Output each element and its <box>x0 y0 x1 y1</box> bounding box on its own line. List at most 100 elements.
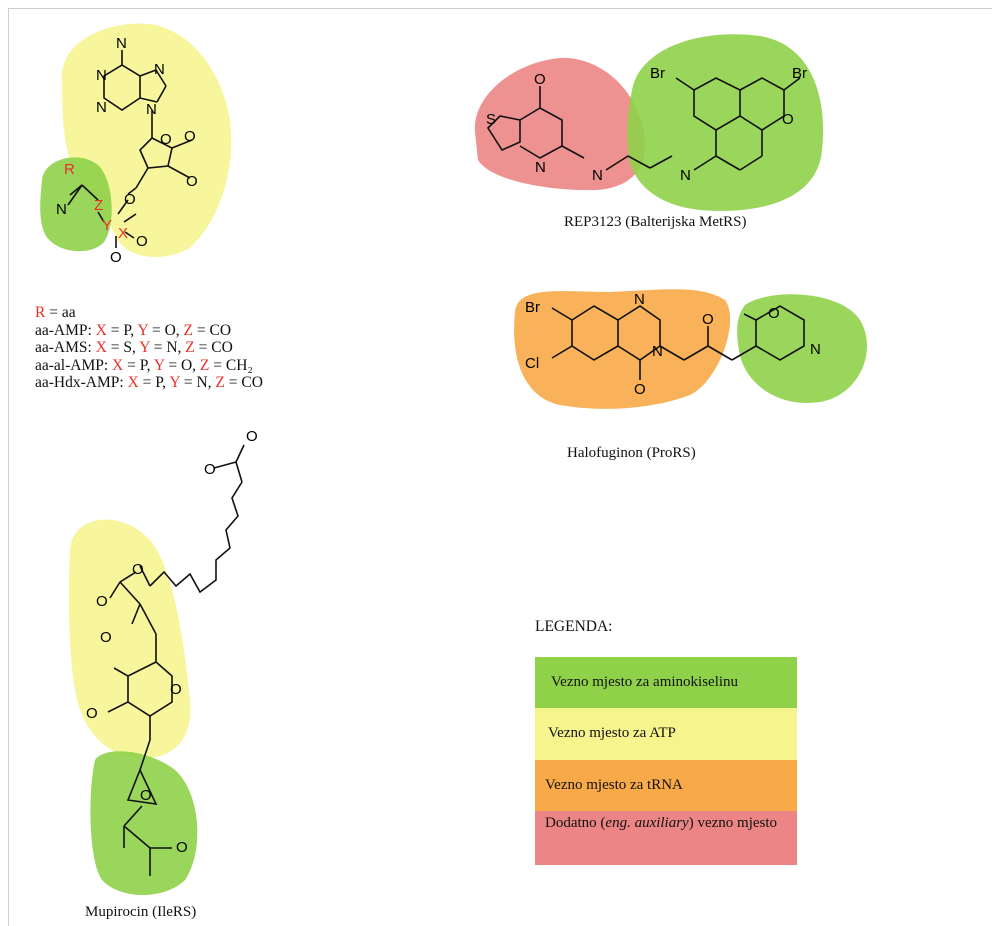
amino-acid-site-region <box>90 751 198 895</box>
formula-prefix: aa-AMP: <box>35 321 96 339</box>
atom-n: N <box>810 341 821 358</box>
atom-o: O <box>132 561 144 578</box>
formula-y-value: = O, <box>148 321 184 339</box>
atom-o: O <box>534 71 546 88</box>
atom-r: R <box>64 161 75 178</box>
formula-prefix: aa-Hdx-AMP: <box>35 374 128 391</box>
atom-n: N <box>96 67 107 84</box>
formula-y: Y <box>153 356 165 374</box>
atom-o: O <box>124 191 136 208</box>
formula-line-aa-al-amp: aa-al-AMP: X = P, Y = O, Z = CH₂ <box>35 357 263 375</box>
legend-auxiliary-text-start: Dodatno ( <box>545 815 606 831</box>
legend-item-atp-site: Vezno mjesto za ATP <box>535 708 797 760</box>
atom-n: N <box>96 99 107 116</box>
atom-o: O <box>184 128 196 145</box>
rep3123-structure: O S N N N Br Br O <box>474 34 824 211</box>
atom-cl: Cl <box>525 355 539 372</box>
amino-acid-site-region <box>40 157 112 252</box>
formula-line-aa-ams: aa-AMS: X = S, Y = N, Z = CO <box>35 339 263 357</box>
formula-z-value: = CO <box>224 374 263 391</box>
atom-n: N <box>634 291 645 308</box>
formula-y: Y <box>137 321 149 339</box>
atom-n: N <box>146 101 157 118</box>
frame-top-border <box>8 8 992 9</box>
formula-x: X <box>95 339 107 356</box>
legend-item-amino-acid-site: Vezno mjesto za aminokiselinu <box>535 657 797 708</box>
atom-br: Br <box>650 65 665 82</box>
amino-acid-site-region <box>737 294 867 403</box>
atom-n: N <box>116 35 127 52</box>
atom-o: O <box>186 173 198 190</box>
formula-line-r: R = aa <box>35 304 263 322</box>
auxiliary-site-region <box>474 57 646 191</box>
atom-o: O <box>170 681 182 698</box>
formula-z: Z <box>215 374 225 391</box>
atom-n: N <box>535 159 546 176</box>
legend-title: LEGENDA: <box>535 618 613 635</box>
formula-y-value: = N, <box>149 339 186 356</box>
mupirocin-structure: O O O O O O O O O <box>68 428 258 895</box>
atom-o: O <box>782 111 794 128</box>
formula-y: Y <box>139 339 150 356</box>
formula-prefix: aa-al-AMP: <box>35 356 113 374</box>
formula-x: X <box>112 356 124 374</box>
formula-r-symbol: R <box>35 304 46 321</box>
formula-y-value: = N, <box>179 374 216 391</box>
formula-prefix: aa-AMS: <box>35 339 96 356</box>
formula-y-value: = O, <box>164 356 200 374</box>
atom-o: O <box>702 311 714 328</box>
atom-o: O <box>86 705 98 722</box>
atom-o: O <box>100 629 112 646</box>
atom-n: N <box>652 343 663 360</box>
halofuginon-structure: Br Cl N N O O O N <box>514 289 867 409</box>
formula-z: Z <box>183 321 194 339</box>
legend-auxiliary-text-italic: eng. auxiliary <box>605 815 689 831</box>
atom-br: Br <box>525 299 540 316</box>
amino-acid-site-region <box>627 34 824 211</box>
adenylate-structure: N N N N N O O O O O O N R Z Y X <box>40 23 232 266</box>
atom-o: O <box>204 461 216 478</box>
atom-o: O <box>140 787 152 804</box>
atom-o: O <box>136 233 148 250</box>
atom-o: O <box>160 131 172 148</box>
formula-line-aa-hdx-amp: aa-Hdx-AMP: X = P, Y = N, Z = CO <box>35 374 263 392</box>
caption-halofuginon: Halofuginon (ProRS) <box>567 445 696 461</box>
atom-o: O <box>96 593 108 610</box>
atom-y: Y <box>102 217 112 234</box>
adenylate-formula-list: R = aa aa-AMP: X = P, Y = O, Z = CO aa-A… <box>35 304 263 392</box>
formula-x-value: = P, <box>138 374 170 391</box>
legend-item-trna-site: Vezno mjesto za tRNA <box>535 760 797 811</box>
atom-n: N <box>154 61 165 78</box>
legend-item-auxiliary-site: Dodatno (eng. auxiliary) vezno mjesto <box>535 811 797 865</box>
formula-z-value: = CO <box>194 339 233 356</box>
atom-n: N <box>56 201 67 218</box>
atom-s: S <box>486 111 496 128</box>
formula-r-value: = aa <box>45 304 76 321</box>
frame-left-border <box>8 8 9 926</box>
atom-o: O <box>176 839 188 856</box>
caption-rep3123: REP3123 (Balterijska MetRS) <box>564 214 747 230</box>
formula-z-value: = CH₂ <box>209 356 253 374</box>
atp-site-region <box>68 519 191 759</box>
formula-y: Y <box>169 374 180 391</box>
formula-x-value: = S, <box>106 339 140 356</box>
atom-o: O <box>768 305 780 322</box>
atom-n: N <box>592 167 603 184</box>
atom-o: O <box>246 428 258 445</box>
atom-o: O <box>634 381 646 398</box>
formula-z: Z <box>185 339 195 356</box>
atom-o: O <box>110 249 122 266</box>
atom-z: Z <box>94 197 103 214</box>
formula-z: Z <box>199 356 210 374</box>
atom-br: Br <box>792 65 807 82</box>
formula-x: X <box>127 374 139 391</box>
caption-mupirocin: Mupirocin (IleRS) <box>85 904 197 920</box>
atom-x: X <box>118 225 128 242</box>
formula-x-value: = P, <box>123 356 154 374</box>
formula-z-value: = CO <box>193 321 232 339</box>
formula-line-aa-amp: aa-AMP: X = P, Y = O, Z = CO <box>35 322 263 340</box>
formula-x: X <box>95 321 107 339</box>
atom-n: N <box>680 167 691 184</box>
formula-x-value: = P, <box>106 321 138 339</box>
